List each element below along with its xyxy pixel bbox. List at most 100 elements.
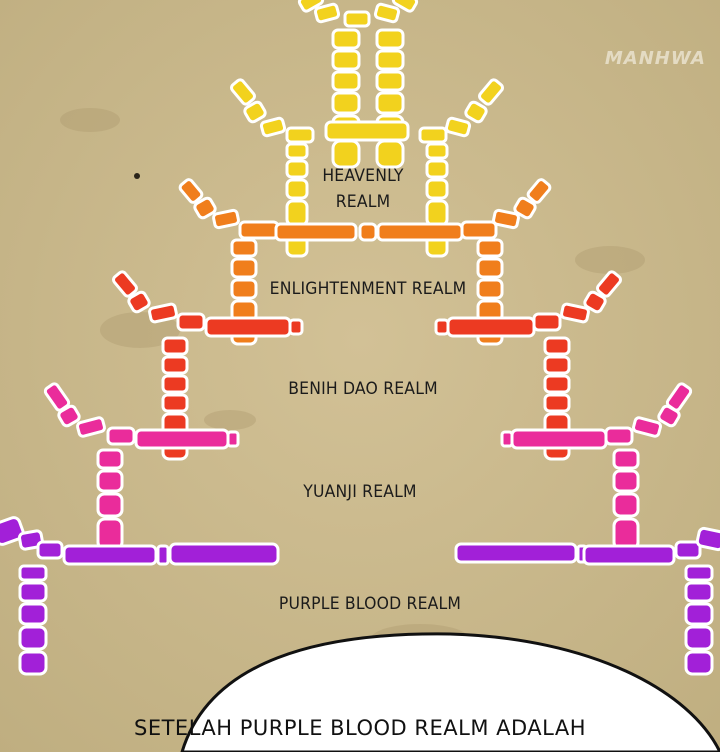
enlightenment-pillar-block (230, 238, 258, 258)
heavenly-pillar-block (331, 70, 361, 92)
speech-bubble-text: SETELAH PURPLE BLOOD REALM ADALAH (134, 716, 586, 740)
benih-dao-beam-block (446, 316, 536, 338)
enlightenment-realm-label: ENLIGHTENMENT REALM (269, 279, 467, 299)
yuanji-beam-block (510, 428, 608, 450)
yuanji-beam-block (134, 428, 230, 450)
purple-blood-eave-left (36, 540, 64, 560)
heavenly-eave-left (285, 126, 315, 144)
purple-blood-pillar-block (684, 625, 714, 651)
parchment-stains (60, 108, 645, 656)
benih-dao-pillar-block (543, 393, 571, 413)
benih-dao-eave-right (560, 302, 590, 324)
purple-blood-pillar-block (18, 564, 48, 582)
enlightenment-eave-left (212, 208, 240, 230)
purple-blood-pillar-block (18, 650, 48, 676)
speech-bubble (180, 632, 720, 752)
yuanji-pillar-block (612, 469, 640, 493)
enlightenment-pillar-block (230, 278, 258, 300)
heavenly-pillar-block (375, 91, 405, 115)
heavenly-pillar-block (331, 28, 361, 50)
purple-blood-beam-block (168, 542, 280, 566)
purple-blood-eave-right (695, 526, 720, 552)
benih-dao-eave-left (148, 302, 178, 324)
heavenly-pillar-block (331, 91, 361, 115)
yuanji-pillar-block (96, 469, 124, 493)
purple-blood-eave-right (674, 540, 702, 560)
pagoda-blocks (0, 0, 720, 676)
purple-blood-beam-block (62, 544, 158, 566)
purple-blood-eave-left (17, 529, 45, 551)
purple-blood-eave-left (0, 516, 25, 546)
benih-dao-pillar-block (543, 374, 571, 394)
enlightenment-beam-block (358, 222, 378, 242)
yuanji-eave-left (43, 382, 71, 412)
yuanji-eave-left (76, 416, 106, 438)
heavenly-eave-right (464, 100, 488, 124)
heavenly-pillar-block (375, 28, 405, 50)
yuanji-beam-block (226, 430, 240, 448)
benih-dao-pillar-block (543, 355, 571, 375)
benih-dao-pillar-block (161, 355, 189, 375)
enlightenment-beam-block (274, 222, 358, 242)
heavenly-pillar-block (331, 49, 361, 71)
heavenly-pillar-block (285, 142, 309, 160)
enlightenment-beam-block (238, 220, 280, 240)
heavenly-beam-block (324, 120, 410, 142)
enlightenment-pillar-block (230, 257, 258, 279)
benih-dao-pillar-block (543, 336, 571, 356)
benih-dao-realm-label: BENIH DAO REALM (288, 379, 438, 399)
benih-dao-eave-left (127, 290, 151, 314)
heavenly-pillar-block (425, 199, 449, 227)
enlightenment-beam-block (460, 220, 498, 240)
heavenly-realm-label-line1: HEAVENLY (322, 166, 404, 186)
yuanji-pillar-block (96, 448, 124, 470)
heavenly-pillar-block (285, 159, 309, 179)
benih-dao-pillar-block (161, 374, 189, 394)
heavenly-roof-block (373, 2, 401, 24)
enlightenment-eave-left (178, 178, 204, 204)
heavenly-eave-left (243, 100, 267, 124)
heavenly-roof-block (313, 2, 341, 24)
enlightenment-eave-right (526, 178, 552, 204)
benih-dao-eave-left (112, 270, 138, 298)
heavenly-pillar-block (375, 49, 405, 71)
heavenly-roof-block (343, 10, 371, 28)
enlightenment-eave-left (193, 196, 217, 220)
heavenly-pillar-block (425, 178, 449, 200)
yuanji-eave-left (106, 426, 136, 446)
heavenly-pillar-block (285, 178, 309, 200)
benih-dao-beam-block (288, 318, 304, 336)
enlightenment-beam-block (376, 222, 464, 242)
yuanji-pillar-block (96, 492, 124, 518)
enlightenment-pillar-block (476, 257, 504, 279)
purple-blood-beam-block (454, 542, 578, 564)
heavenly-eave-left (259, 116, 287, 138)
heavenly-pillar-block (425, 159, 449, 179)
heavenly-eave-right (478, 78, 504, 106)
heavenly-realm-label-line2: REALM (335, 192, 391, 212)
heavenly-roof-block (391, 0, 419, 13)
purple-blood-beam-block (156, 544, 170, 566)
heavenly-pillar-block (375, 70, 405, 92)
benih-dao-beam-block (434, 318, 450, 336)
benih-dao-eave-right (583, 290, 607, 314)
heavenly-pillar-block (285, 199, 309, 227)
enlightenment-eave-right (513, 196, 537, 220)
purple-blood-pillar-block (684, 581, 714, 603)
purple-blood-pillar-block (684, 564, 714, 582)
purple-blood-pillar-block (18, 581, 48, 603)
purple-blood-pillar-block (684, 650, 714, 676)
enlightenment-pillar-block (476, 238, 504, 258)
heavenly-eave-right (444, 116, 472, 138)
enlightenment-pillar-block (476, 278, 504, 300)
watermark: MANHWA (604, 48, 706, 69)
purple-blood-pillar-block (18, 602, 48, 626)
yuanji-eave-right (632, 416, 662, 438)
benih-dao-beam-block (204, 316, 292, 338)
heavenly-eave-right (418, 126, 448, 144)
yuanji-realm-label: YUANJI REALM (303, 482, 417, 502)
purple-blood-pillar-block (684, 602, 714, 626)
yuanji-pillar-block (612, 448, 640, 470)
ink-spot (134, 173, 140, 179)
